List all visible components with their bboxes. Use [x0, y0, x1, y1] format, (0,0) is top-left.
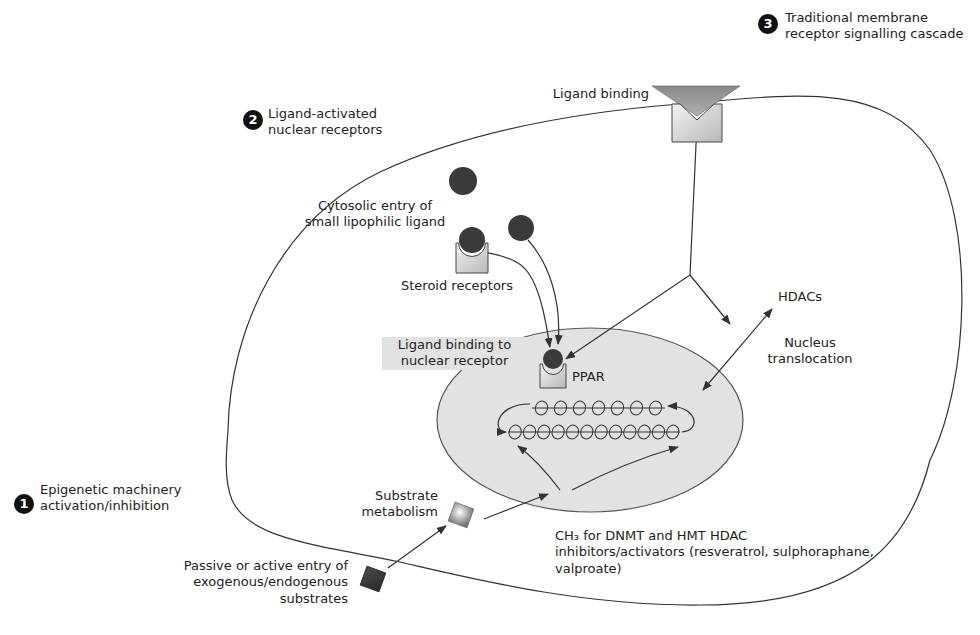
dna-coil [590, 399, 606, 416]
dna-coil [607, 423, 623, 440]
membrane-receptor: Ligand binding [672, 104, 722, 142]
transcription-arrow [498, 404, 530, 432]
dna-coil [533, 399, 549, 416]
bound-ligand [543, 349, 563, 369]
dna-coil [665, 423, 681, 440]
substrate-square: Substrate metabolism [446, 500, 476, 530]
transcription-arrow [668, 406, 694, 432]
node-label: PPAR [572, 369, 622, 385]
hdac-arrow [703, 309, 772, 390]
nuclear-receptor-outline [540, 347, 566, 388]
node-label: Substrate metabolism [338, 488, 438, 521]
annotation: Epigenetic machinery activation/inhibiti… [40, 482, 212, 515]
substrate-square-outline [358, 564, 388, 594]
node-label: Steroid receptors [371, 278, 543, 294]
node-label: Ligand binding to nuclear receptor [382, 337, 527, 370]
dna-coil [628, 399, 644, 416]
bound-ligand [459, 227, 485, 253]
callout-number: 3 [758, 14, 778, 34]
substrate-body [448, 502, 474, 528]
dna-strand [508, 432, 680, 433]
callout-number: 2 [243, 110, 263, 130]
ligand-arrow [528, 240, 559, 344]
epigenetic-arrow [572, 447, 678, 490]
receptor-body [456, 243, 488, 273]
membrane-ligand [652, 86, 740, 116]
dna-strand [532, 408, 665, 409]
substrate-square: Passive or active entry of exogenous/end… [358, 564, 388, 594]
dna-coil [622, 423, 638, 440]
dna-coil [536, 423, 552, 440]
dna-coil [507, 423, 523, 440]
receptor-body [540, 364, 566, 388]
annotation: Cytosolic entry of small lipophilic liga… [300, 198, 450, 231]
cell-membrane [226, 96, 962, 605]
dna-coil [650, 423, 666, 440]
annotation: Nucleus translocation [755, 335, 865, 368]
lipophilic-ligand [449, 167, 477, 195]
connector-arrow [566, 142, 696, 359]
dna-coil [550, 423, 566, 440]
dna-coil [579, 423, 595, 440]
epigenetic-arrow [518, 446, 560, 490]
steroid-receptor-outline [456, 226, 488, 273]
dna-coil [609, 399, 625, 416]
node-label: Ligand binding [544, 86, 649, 102]
annotation: HDACs [778, 289, 838, 305]
connector-arrow [388, 526, 446, 568]
dna-coil [593, 423, 609, 440]
membrane-receptor-outline [672, 104, 722, 142]
dna-coil [521, 423, 537, 440]
metabolism-arrow [484, 494, 548, 519]
steroid-receptor: Steroid receptors [456, 226, 488, 273]
annotation: Traditional membrane receptor signalling… [785, 10, 975, 43]
callout-number: 1 [14, 494, 34, 514]
lipophilic-ligand [508, 215, 534, 241]
annotation: Ligand-activated nuclear receptors [268, 106, 408, 139]
dna-helix [507, 399, 681, 440]
dna-coil [552, 399, 568, 416]
annotation: CH₃ for DNMT and HMT HDAC inhibitors/act… [555, 528, 875, 577]
dna-coil [564, 423, 580, 440]
substrate-square-outline [446, 500, 476, 530]
nuclear-receptor: Ligand binding to nuclear receptorPPAR [540, 347, 566, 388]
substrate-body [360, 566, 386, 592]
dna-coil [571, 399, 587, 416]
dna-coil [636, 423, 652, 440]
connector-arrow [488, 253, 550, 347]
receptor-body [672, 104, 722, 142]
node-label: Passive or active entry of exogenous/end… [143, 558, 348, 607]
dna-coil [647, 399, 663, 416]
translocation-arrow [690, 275, 730, 324]
